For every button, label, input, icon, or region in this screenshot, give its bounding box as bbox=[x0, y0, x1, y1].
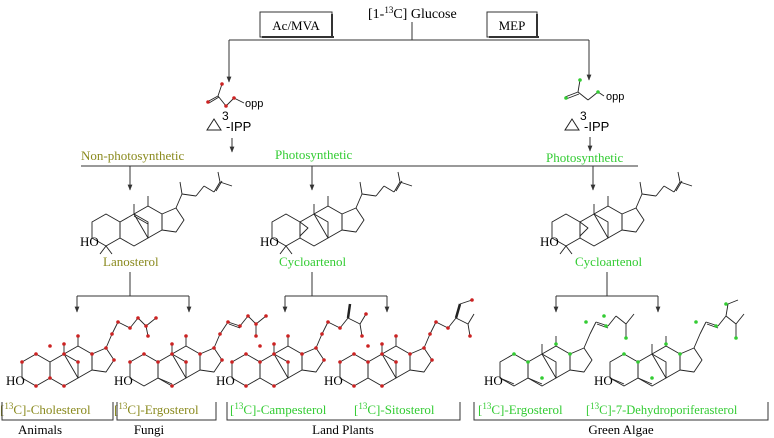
delta-ipp-right: 3 -IPP bbox=[564, 109, 609, 134]
dehydroporiferasterol-ho: HO bbox=[594, 373, 613, 388]
campesterol-label: [13C]-Campesterol bbox=[230, 401, 327, 417]
delta-ipp-left: 3 -IPP bbox=[206, 109, 251, 134]
mep-box: MEP bbox=[486, 11, 539, 38]
cholesterol-structure bbox=[20, 316, 158, 388]
sitosterol-label: [13C]-Sitosterol bbox=[354, 401, 435, 417]
cycloartenol-right-structure bbox=[551, 171, 693, 255]
photosynthetic-right-label: Photosynthetic bbox=[546, 150, 624, 165]
ipp-left-suffix: -IPP bbox=[226, 119, 251, 134]
cholesterol-label: [13C]-Cholesterol bbox=[0, 401, 91, 417]
ergosterol-algae-label: [13C]-Ergosterol bbox=[478, 401, 563, 417]
glucose-label: [1-13C] Glucose bbox=[368, 5, 457, 22]
cycloartenol-right-ho: HO bbox=[540, 234, 559, 249]
ipp-right-suffix: -IPP bbox=[584, 119, 609, 134]
ipp-right-structure bbox=[564, 78, 605, 101]
ac-mva-label: Ac/MVA bbox=[272, 18, 320, 33]
non-photosynthetic-label: Non-photosynthetic bbox=[81, 148, 184, 163]
ergosterol-fungi-label: [13C]-Ergosterol bbox=[114, 401, 199, 417]
sitosterol-ho: HO bbox=[324, 373, 343, 388]
ergosterol-fungi-ho: HO bbox=[114, 373, 133, 388]
dehydroporiferasterol-structure bbox=[609, 299, 745, 387]
dehydroporiferasterol-label: [13C]-7-Dehydroporiferasterol bbox=[586, 401, 738, 417]
ac-mva-box: Ac/MVA bbox=[259, 11, 334, 38]
ipp-right-opp: opp bbox=[606, 91, 624, 103]
delta-left-sup: 3 bbox=[222, 109, 229, 123]
cycloartenol-mid-label: Cycloartenol bbox=[279, 254, 347, 269]
photosynthetic-mid-label: Photosynthetic bbox=[275, 147, 353, 162]
group-fungi: Fungi bbox=[134, 422, 165, 437]
sitosterol-structure bbox=[338, 298, 475, 388]
delta-right-sup: 3 bbox=[580, 109, 587, 123]
cholesterol-ho: HO bbox=[6, 373, 25, 388]
group-animals: Animals bbox=[18, 422, 62, 437]
campesterol-ho: HO bbox=[216, 373, 235, 388]
ergosterol-algae-ho: HO bbox=[484, 373, 503, 388]
group-land-plants: Land Plants bbox=[312, 422, 374, 437]
campesterol-structure bbox=[230, 303, 368, 388]
lanosterol-ho: HO bbox=[80, 234, 99, 249]
mep-label: MEP bbox=[499, 18, 526, 33]
cycloartenol-mid-ho: HO bbox=[260, 234, 279, 249]
cycloartenol-mid-structure bbox=[271, 171, 413, 255]
lanosterol-structure bbox=[91, 171, 233, 255]
ipp-left-opp: opp bbox=[245, 98, 263, 110]
lanosterol-label: Lanosterol bbox=[103, 254, 159, 269]
ergosterol-algae-structure bbox=[499, 313, 635, 387]
ipp-left-structure bbox=[206, 82, 245, 108]
group-green-algae: Green Algae bbox=[588, 422, 654, 437]
cycloartenol-right-label: Cycloartenol bbox=[575, 254, 643, 269]
ergosterol-fungi-structure bbox=[128, 314, 268, 388]
